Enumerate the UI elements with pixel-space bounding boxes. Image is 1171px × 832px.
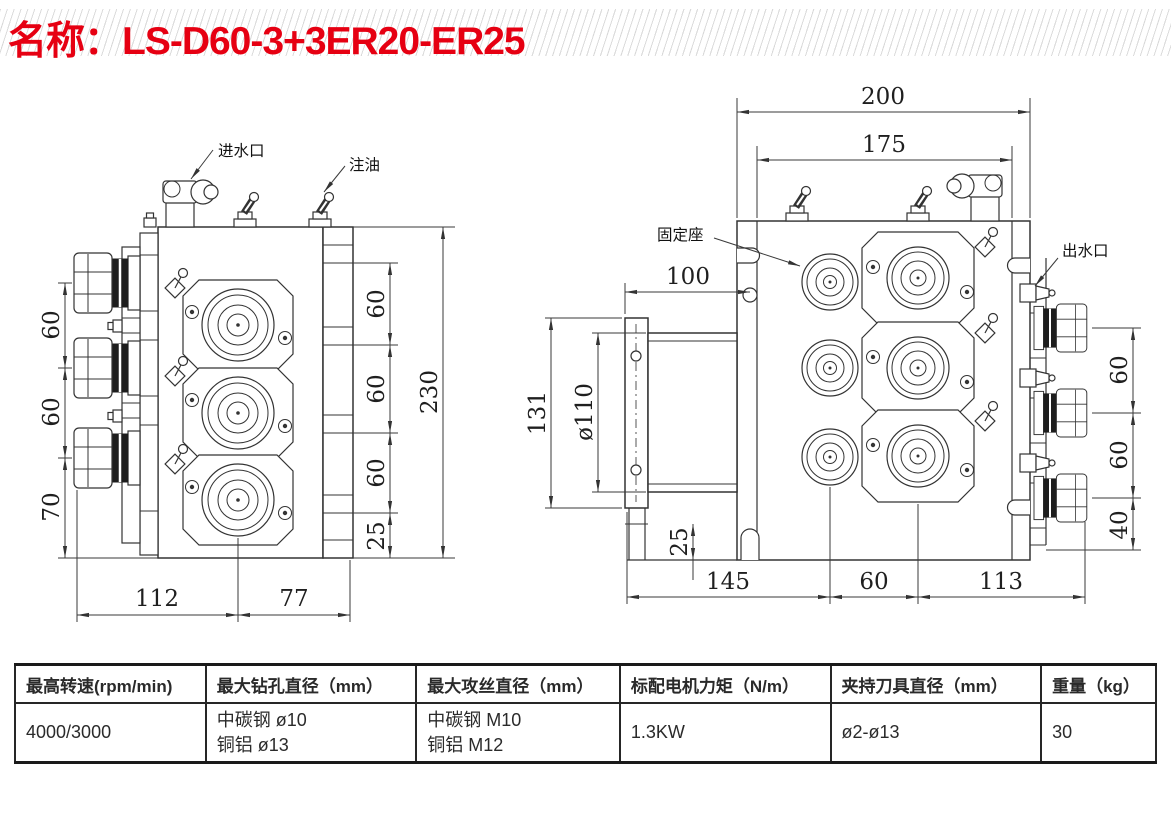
dim-label: 60	[364, 458, 390, 487]
water-outlet-fitting	[946, 173, 1003, 222]
plate-bolt	[143, 212, 157, 228]
motor-mount	[624, 317, 738, 561]
er25-collet	[72, 426, 142, 490]
oil-fill-label: 注油	[349, 156, 380, 174]
right-view-spindles	[801, 226, 999, 503]
right-view-collets	[1019, 258, 1088, 546]
dim-right-chain: 60 60 60 25 230	[353, 226, 455, 559]
spindle-nose	[801, 428, 859, 486]
dim-bottom-left: 112 77	[76, 490, 351, 622]
dim-label: 60	[1107, 440, 1133, 469]
spindle-nose	[886, 336, 950, 400]
outlet-nozzle	[1019, 283, 1056, 303]
dim-label: 200	[861, 84, 905, 110]
dim-label: 60	[364, 374, 390, 403]
spindle-nose	[201, 376, 275, 450]
value-line: 铜铝 ø13	[216, 734, 289, 755]
water-inlet-fitting	[162, 179, 219, 228]
page-title: 名称：LS-D60-3+3ER20-ER25	[8, 20, 526, 63]
dim-label: 25	[364, 521, 390, 550]
spec-table-value-row: 4000/3000 中碳钢 ø10 铜铝 ø13 中碳钢 M10 铜铝 M12 …	[14, 702, 1157, 764]
col-header-speed: 最高转速(rpm/min)	[14, 663, 207, 704]
dim-label: 100	[666, 264, 710, 290]
dim-label: ø110	[572, 383, 598, 441]
er25-collet	[72, 336, 142, 400]
cell-tooldia: ø2-ø13	[829, 702, 1043, 764]
spindle-nose	[886, 246, 950, 310]
plate-fitting	[107, 319, 123, 333]
dim-label: 131	[525, 391, 551, 435]
col-header-tap: 最大攻丝直径（mm）	[415, 663, 621, 704]
dim-offset-100: 100	[624, 264, 750, 314]
col-header-weight: 重量（kg）	[1040, 663, 1157, 704]
spec-table-header-row: 最高转速(rpm/min) 最大钻孔直径（mm） 最大攻丝直径（mm） 标配电机…	[14, 663, 1157, 704]
er20-collet	[1032, 472, 1088, 524]
dim-label: 60	[364, 289, 390, 318]
title-hatch-band	[0, 9, 1171, 56]
value-line: 30	[1052, 722, 1073, 742]
value-line: 中碳钢 ø10	[216, 709, 307, 730]
outlet-nozzle	[1019, 368, 1056, 388]
col-header-drill: 最大钻孔直径（mm）	[204, 663, 418, 704]
dim-label: 145	[706, 569, 750, 595]
cell-motor: 1.3KW	[618, 702, 832, 764]
er20-collet	[1032, 302, 1088, 354]
right-view: 固定座 出水口 200 175 100	[525, 84, 1141, 604]
mount-seat-label: 固定座	[657, 226, 704, 244]
cell-weight: 30	[1040, 702, 1157, 764]
grease-nipple	[309, 193, 334, 228]
left-view: 进水口 注油 60 60 70	[39, 142, 455, 622]
cell-tap: 中碳钢 M10 铜铝 M12	[415, 702, 621, 764]
dim-flange: 131 ø110	[525, 317, 646, 509]
value-line: 1.3KW	[630, 722, 685, 742]
outlet-nozzle	[1019, 453, 1056, 473]
dim-label: 77	[279, 586, 308, 612]
dim-label: 25	[667, 527, 693, 556]
dim-left-chain: 60 60 70	[39, 282, 158, 559]
spindle-nose	[886, 424, 950, 488]
value-line: ø2-ø13	[841, 722, 900, 742]
grease-nipple	[234, 193, 259, 228]
spindle-nose	[801, 253, 859, 311]
plate-fitting	[107, 409, 123, 423]
col-header-tooldia: 夹持刀具直径（mm）	[829, 663, 1043, 704]
cell-drill: 中碳钢 ø10 铜铝 ø13	[204, 702, 418, 764]
dim-label: 230	[417, 370, 443, 414]
spec-table: 最高转速(rpm/min) 最大钻孔直径（mm） 最大攻丝直径（mm） 标配电机…	[14, 663, 1157, 764]
er25-collet	[72, 251, 142, 315]
spindle-nose	[201, 463, 275, 537]
left-view-labels: 进水口 注油	[190, 142, 380, 193]
water-inlet-label: 进水口	[218, 142, 265, 160]
dim-label: 40	[1107, 510, 1133, 539]
er20-collet	[1032, 387, 1088, 439]
cell-speed: 4000/3000	[14, 702, 207, 764]
dim-top: 200 175	[736, 84, 1031, 218]
dim-label: 113	[979, 569, 1023, 595]
spindle-nose	[801, 339, 859, 397]
dim-label: 112	[135, 586, 179, 612]
col-header-motor: 标配电机力矩（N/m）	[618, 663, 832, 704]
dim-label: 70	[39, 492, 65, 521]
value-line: 4000/3000	[26, 722, 112, 742]
grease-nipple	[907, 187, 932, 222]
dim-label: 60	[39, 310, 65, 339]
dim-label: 60	[859, 569, 888, 595]
dim-label: 60	[1107, 355, 1133, 384]
dim-label: 175	[862, 132, 906, 158]
right-view-labels: 固定座 出水口	[657, 226, 1109, 287]
dim-label: 60	[39, 397, 65, 426]
value-line: 铜铝 M12	[427, 734, 504, 755]
technical-drawing: 进水口 注油 60 60 70	[39, 84, 1141, 622]
grease-nipple	[786, 187, 811, 222]
dim-base-25: 25	[667, 524, 696, 580]
left-view-collets	[72, 251, 142, 490]
spindle-nose	[201, 288, 275, 362]
water-outlet-label: 出水口	[1062, 242, 1109, 260]
left-view-spindles	[164, 267, 294, 546]
value-line: 中碳钢 M10	[427, 709, 522, 730]
dim-right-chain-2: 60 60 40	[1046, 327, 1141, 551]
dim-bottom-right: 145 60 113	[626, 487, 1086, 604]
